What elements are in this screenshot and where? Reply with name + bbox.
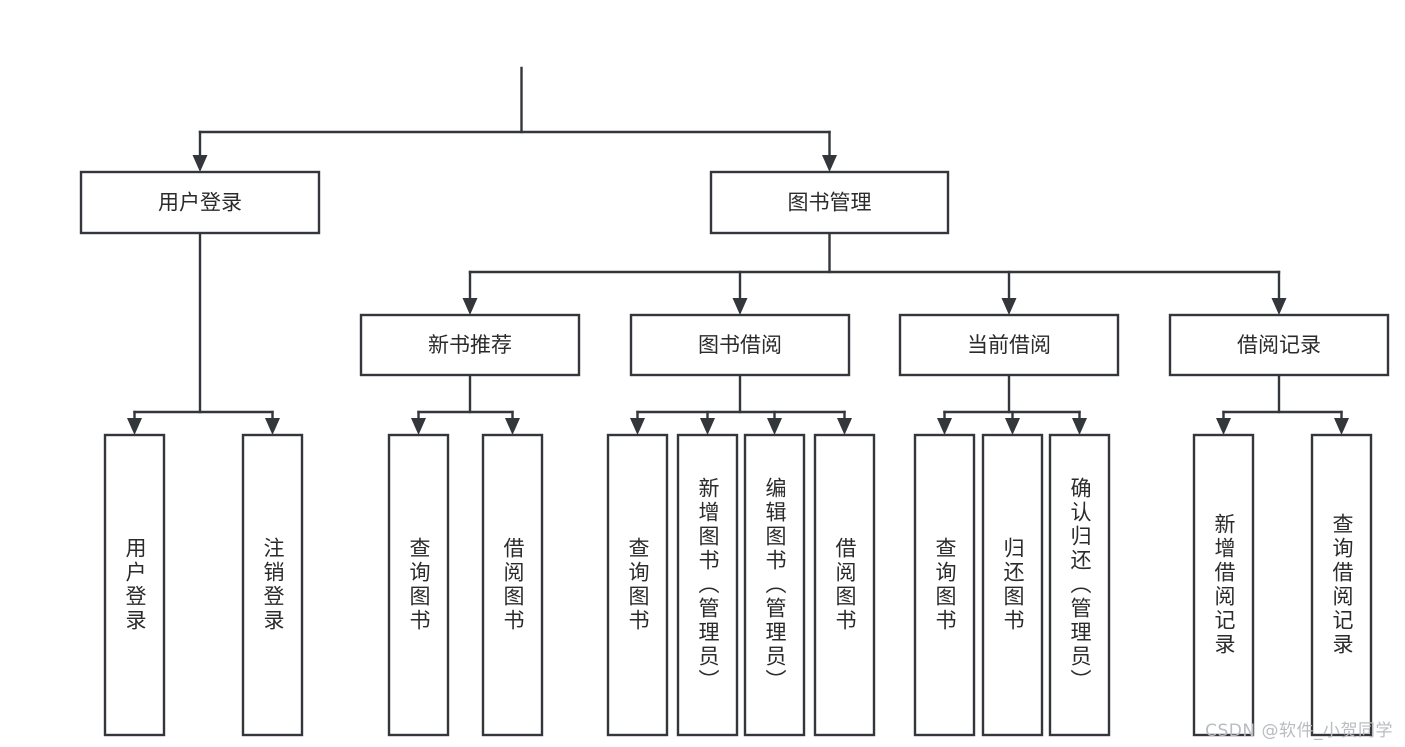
arrow-head-icon — [700, 418, 715, 435]
node-leaf-query-book-3[interactable] — [913, 433, 976, 737]
arrow-head-icon — [505, 418, 520, 435]
node-new-book-recommend[interactable] — [359, 313, 581, 377]
node-label-leaf-edit-book-admin: 编辑图书（管理员） — [763, 477, 787, 693]
edges-layer — [127, 66, 1349, 435]
node-leaf-add-borrow-record[interactable] — [1192, 433, 1255, 737]
arrow-head-icon — [1271, 298, 1287, 315]
arrow-head-icon — [630, 418, 645, 435]
node-leaf-query-borrow-record[interactable] — [1310, 433, 1373, 737]
arrow-head-icon — [462, 298, 478, 315]
node-label-leaf-add-borrow-record: 新增借阅记录 — [1212, 513, 1236, 657]
node-leaf-borrow-book-2[interactable] — [813, 433, 876, 737]
node-label-user-login: 用户登录 — [158, 191, 242, 215]
node-leaf-add-book-admin[interactable] — [676, 433, 739, 737]
arrow-head-icon — [1216, 418, 1231, 435]
node-label-leaf-query-book-2: 查询图书 — [626, 537, 650, 633]
node-label-leaf-borrow-book-2: 借阅图书 — [833, 537, 857, 633]
arrow-head-icon — [1072, 418, 1087, 435]
node-leaf-logout-login[interactable] — [241, 433, 304, 737]
node-leaf-user-login[interactable] — [103, 433, 166, 737]
node-user-login[interactable] — [79, 170, 321, 235]
node-label-leaf-add-book-admin: 新增图书（管理员） — [696, 477, 720, 693]
arrow-head-icon — [411, 418, 426, 435]
arrow-head-icon — [192, 155, 208, 172]
arrow-head-icon — [822, 155, 837, 172]
node-leaf-query-book-2[interactable] — [606, 433, 669, 737]
node-leaf-return-book[interactable] — [981, 433, 1044, 737]
node-label-book-management: 图书管理 — [788, 191, 872, 215]
node-label-leaf-return-book: 归还图书 — [1001, 537, 1025, 633]
arrow-head-icon — [937, 418, 952, 435]
node-label-current-borrow: 当前借阅 — [967, 333, 1051, 357]
arrow-head-icon — [127, 418, 142, 435]
node-leaf-edit-book-admin[interactable] — [743, 433, 806, 737]
watermark-text: CSDN @软件_小贺同学 — [1205, 721, 1393, 741]
arrow-head-icon — [1334, 418, 1349, 435]
node-leaf-borrow-book-1[interactable] — [481, 433, 544, 737]
arrow-head-icon — [1001, 298, 1017, 315]
arrow-head-icon — [767, 418, 782, 435]
node-leaf-confirm-return-admin[interactable] — [1048, 433, 1111, 737]
arrow-head-icon — [1005, 418, 1020, 435]
node-label-leaf-user-login: 用户登录 — [123, 537, 147, 633]
node-book-borrow[interactable] — [629, 313, 851, 377]
boxes-layer — [79, 170, 1390, 737]
node-current-borrow[interactable] — [898, 313, 1120, 377]
node-label-new-book-recommend: 新书推荐 — [428, 333, 512, 357]
arrow-head-icon — [265, 418, 280, 435]
node-label-leaf-query-book-3: 查询图书 — [933, 537, 957, 633]
node-book-management[interactable] — [709, 170, 950, 235]
node-label-leaf-query-borrow-record: 查询借阅记录 — [1330, 513, 1354, 657]
arrow-head-icon — [732, 298, 748, 315]
node-label-leaf-query-book-1: 查询图书 — [407, 537, 431, 633]
node-label-leaf-logout-login: 注销登录 — [261, 537, 285, 633]
node-label-leaf-confirm-return-admin: 确认归还（管理员） — [1068, 477, 1092, 693]
arrow-head-icon — [837, 418, 852, 435]
node-label-borrow-record: 借阅记录 — [1237, 333, 1321, 357]
node-label-book-borrow: 图书借阅 — [698, 333, 782, 357]
node-leaf-query-book-1[interactable] — [387, 433, 450, 737]
node-label-leaf-borrow-book-1: 借阅图书 — [501, 537, 525, 633]
node-borrow-record[interactable] — [1168, 313, 1390, 377]
